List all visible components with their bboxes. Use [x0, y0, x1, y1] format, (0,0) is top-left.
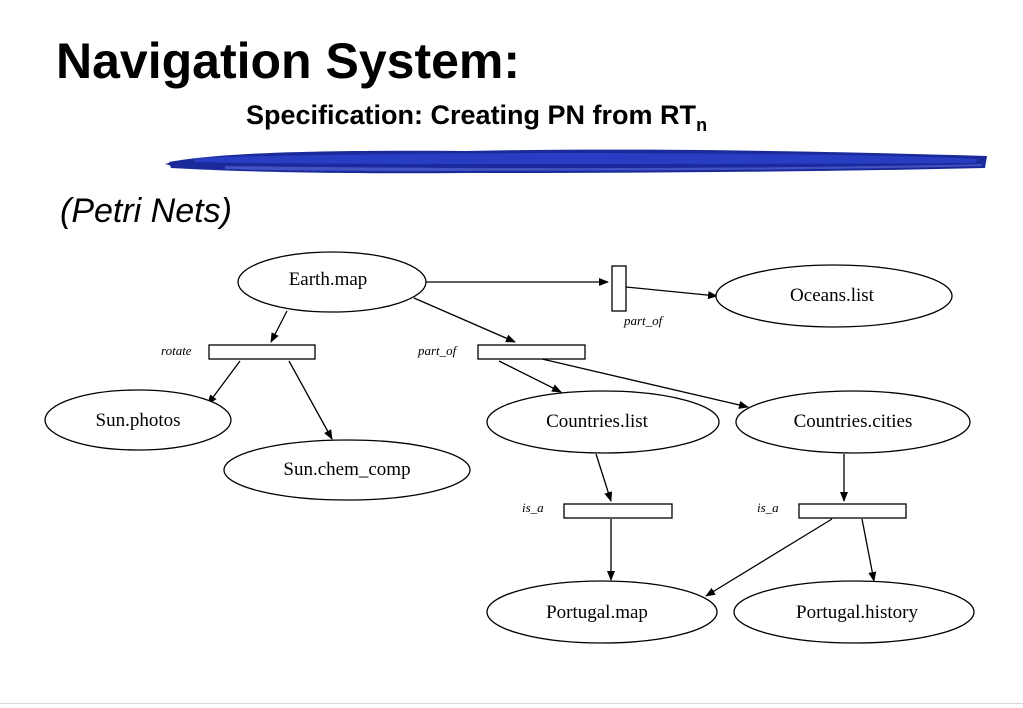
transition-rotate — [208, 344, 316, 360]
arc-cities-isa-to-portugal-history — [861, 518, 877, 582]
transitions — [208, 265, 907, 519]
arc-partof-to-countries-list — [498, 360, 562, 393]
subtitle-text: Specification: Creating PN from RT — [246, 100, 697, 130]
subtitle-subscript: n — [696, 115, 708, 135]
place-label-earth-map: Earth.map — [289, 269, 368, 290]
place-sun-photos — [44, 389, 232, 451]
arc-earth-to-countries-partof — [413, 297, 516, 343]
label-countries-partof: part_of — [417, 343, 459, 358]
arcs — [207, 278, 877, 597]
place-countries-cities — [735, 390, 971, 454]
arc-oceans-partof-to-oceans — [625, 286, 718, 300]
place-label-countries-list: Countries.list — [546, 411, 649, 432]
place-countries-list — [486, 390, 720, 454]
label-rotate: rotate — [161, 343, 192, 358]
label-cities-is-a: is_a — [757, 500, 779, 515]
transition-list-is-a — [563, 503, 673, 519]
transition-countries-partof — [477, 344, 586, 360]
petri-nets-caption: (Petri Nets) — [60, 192, 232, 230]
arc-earth-to-rotate — [270, 310, 288, 343]
places — [44, 251, 975, 644]
place-label-oceans-list: Oceans.list — [790, 285, 875, 306]
arc-rotate-to-sun-chem — [288, 360, 333, 440]
label-list-is-a: is_a — [522, 500, 544, 515]
arc-partof-to-countries-cities — [541, 358, 749, 409]
place-label-portugal-history: Portugal.history — [796, 602, 918, 623]
place-label-portugal-map: Portugal.map — [546, 602, 648, 623]
place-oceans-list — [715, 264, 953, 328]
brush-stroke-divider — [165, 149, 987, 174]
place-label-countries-cities: Countries.cities — [794, 411, 913, 432]
arc-cities-isa-to-portugal-map — [705, 518, 833, 597]
place-earth-map — [237, 251, 427, 313]
place-label-sun-chem-comp: Sun.chem_comp — [283, 459, 410, 480]
place-portugal-map — [486, 580, 718, 644]
transition-oceans-partof — [611, 265, 627, 312]
transition-cities-is-a — [798, 503, 907, 519]
place-label-sun-photos: Sun.photos — [96, 410, 181, 431]
slide-subtitle: Specification: Creating PN from RTn — [246, 100, 708, 135]
slide-title: Navigation System: — [56, 33, 521, 89]
label-oceans-partof: part_of — [623, 313, 665, 328]
arc-countries-list-to-isa — [595, 453, 613, 502]
place-sun-chem-comp — [223, 439, 471, 501]
arc-rotate-to-sun-photos — [207, 360, 241, 405]
bottom-rule — [0, 703, 1023, 704]
place-portugal-history — [733, 580, 975, 644]
